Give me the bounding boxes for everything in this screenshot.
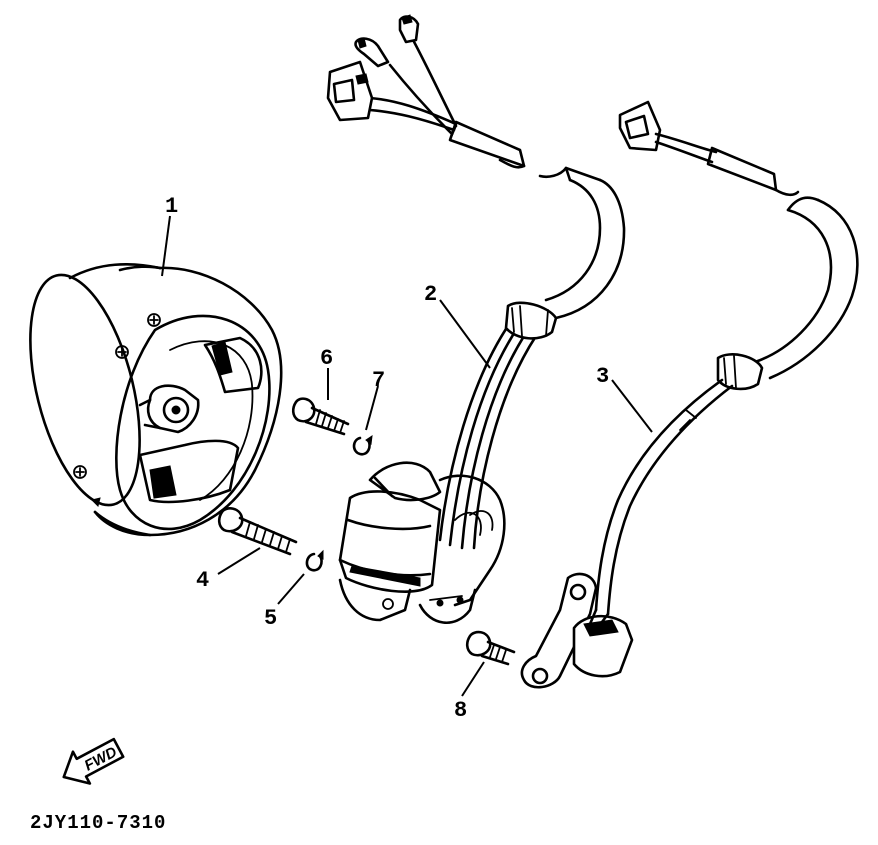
- leader-7: [365, 385, 379, 431]
- bolt-6: [291, 397, 350, 436]
- callout-7: 7: [372, 368, 385, 393]
- screw-head-icon: [73, 465, 87, 479]
- fwd-arrow-icon: FWD: [62, 737, 125, 785]
- screw-head-icon: [147, 313, 161, 327]
- screw-8: [465, 630, 516, 666]
- callout-1: 1: [165, 194, 178, 219]
- screw-4: [217, 507, 298, 556]
- callout-5: 5: [264, 606, 277, 631]
- leader-3: [611, 379, 653, 433]
- drawing-code: 2JY110-7310: [30, 812, 166, 834]
- lock-washer-7: [352, 434, 373, 456]
- washer-5: [305, 549, 324, 572]
- pickup-coil-3: [520, 100, 859, 689]
- leader-5: [277, 573, 305, 605]
- callout-4: 4: [196, 568, 209, 593]
- leader-8: [461, 661, 485, 697]
- leader-2: [439, 299, 491, 369]
- stator-assembly-2: [326, 14, 626, 625]
- callout-8: 8: [454, 698, 467, 723]
- flywheel-rotor: [29, 263, 283, 537]
- leader-4: [217, 547, 261, 575]
- leader-1: [161, 215, 171, 277]
- callout-6: 6: [320, 346, 333, 371]
- callout-3: 3: [596, 364, 609, 389]
- callout-2: 2: [424, 282, 437, 307]
- screw-head-icon: [115, 345, 129, 359]
